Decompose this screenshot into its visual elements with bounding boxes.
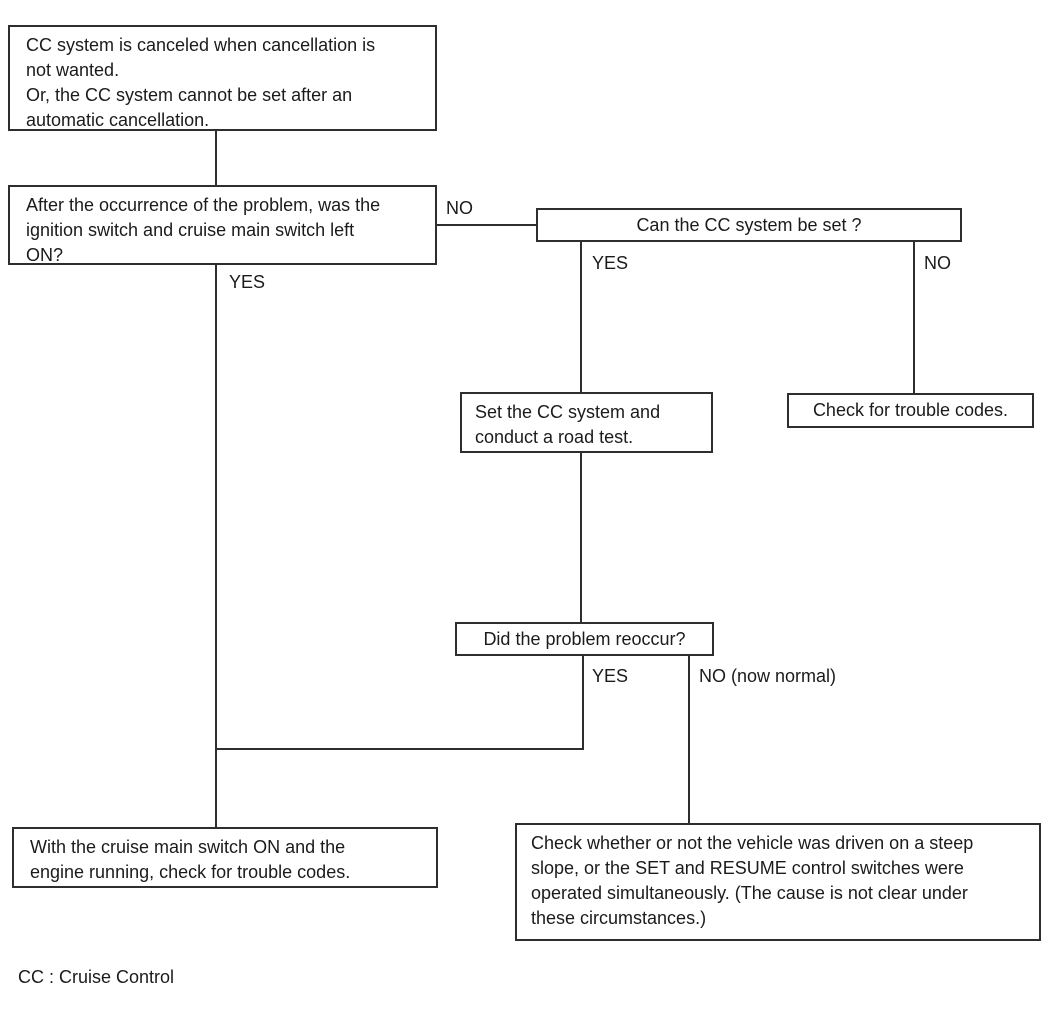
- node-question-problem-reoccur: Did the problem reoccur?: [455, 622, 714, 656]
- node-action-check-steep-slope: Check whether or not the vehicle was dri…: [515, 823, 1041, 941]
- connector-intro-to-ignition: [215, 131, 217, 185]
- connector-can-set-no-vertical: [913, 242, 915, 393]
- connector-road-test-to-reoccur: [580, 453, 582, 622]
- node-action-road-test: Set the CC system and conduct a road tes…: [460, 392, 713, 453]
- edge-label-can-set-yes: YES: [592, 253, 629, 273]
- edge-label-ignition-yes: YES: [229, 272, 266, 292]
- node-question-can-set: Can the CC system be set ?: [536, 208, 962, 242]
- connector-reoccur-yes-vertical: [582, 656, 584, 750]
- edge-label-reoccur-yes: YES: [592, 666, 629, 686]
- edge-label-reoccur-no: NO (now normal): [699, 666, 837, 686]
- connector-reoccur-yes-horizontal: [215, 748, 584, 750]
- connector-reoccur-no-vertical: [688, 656, 690, 823]
- edge-label-ignition-no: NO: [446, 198, 473, 218]
- node-action-check-trouble-codes: Check for trouble codes.: [787, 393, 1034, 428]
- footnote-cc-legend: CC : Cruise Control: [18, 967, 175, 987]
- node-problem-statement: CC system is canceled when cancellation …: [8, 25, 437, 131]
- node-action-check-codes-engine-running: With the cruise main switch ON and the e…: [12, 827, 438, 888]
- node-question-ignition-switch: After the occurrence of the problem, was…: [8, 185, 437, 265]
- connector-ignition-yes-vertical: [215, 265, 217, 827]
- connector-ignition-no-horizontal: [437, 224, 536, 226]
- connector-can-set-yes-vertical: [580, 242, 582, 392]
- edge-label-can-set-no: NO: [924, 253, 951, 273]
